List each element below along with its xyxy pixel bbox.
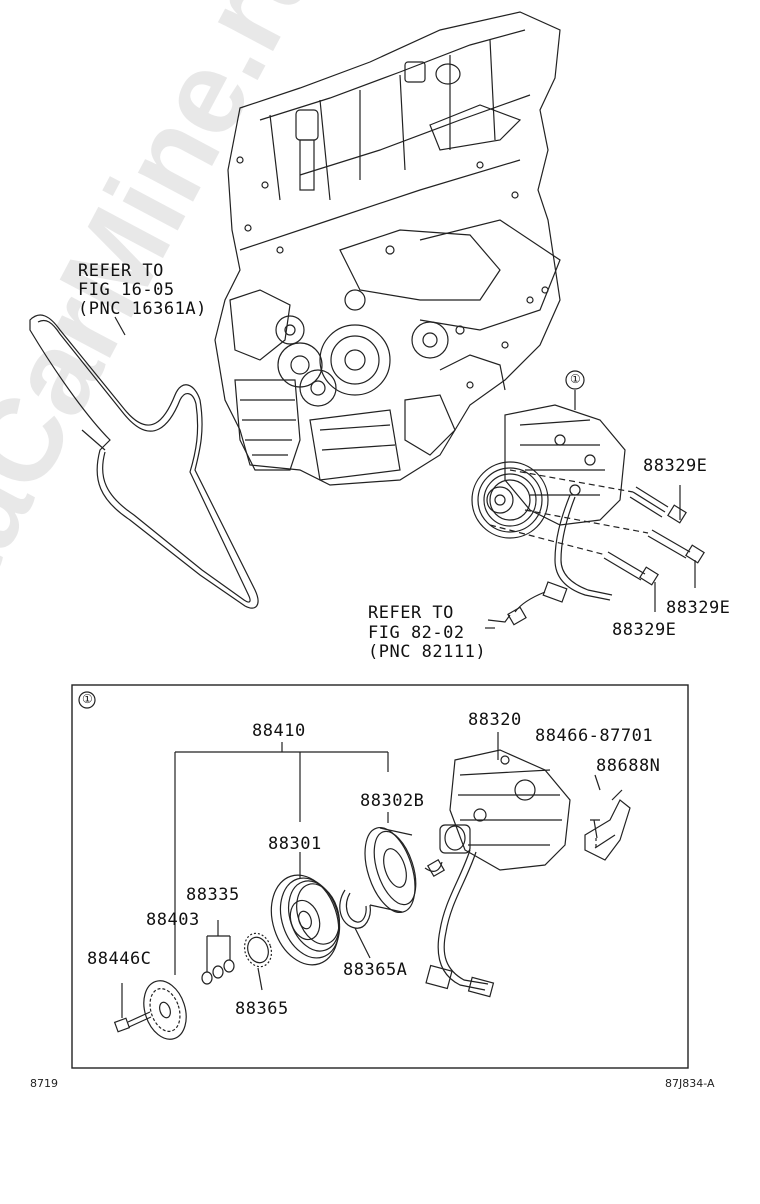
label-88320: 88320 — [468, 710, 522, 730]
label-88403: 88403 — [146, 910, 200, 930]
refer-sensor-line-2: FIG 82-02 — [368, 623, 465, 643]
bolt-upper-2 — [647, 529, 705, 564]
hub-illustration — [143, 980, 187, 1040]
label-88302B: 88302B — [360, 791, 425, 811]
compressor-detail-illustration — [424, 732, 571, 998]
upper-callout-marker: ① — [570, 372, 581, 386]
footer-left-code: 8719 — [30, 1077, 58, 1090]
hub-bolt-illustration — [113, 983, 152, 1033]
bolt-label-3: 88329E — [612, 620, 677, 640]
detail-frame — [71, 684, 689, 1069]
snap-ring-illustration — [339, 889, 371, 959]
parts-diagram: ToyotaCarMine.ru — [0, 0, 731, 1090]
label-88365: 88365 — [235, 999, 289, 1019]
refer-belt-line-2: FIG 16-05 — [78, 280, 175, 300]
refer-sensor-line-1: REFER TO — [368, 603, 454, 623]
bolt-upper-1 — [629, 486, 687, 524]
diagram-drawing — [29, 11, 705, 1069]
pulley-illustration — [270, 852, 341, 966]
engine-illustration — [214, 11, 561, 486]
compressor-upper-illustration — [471, 390, 705, 626]
refer-sensor-line-3: (PNC 82111) — [368, 642, 487, 662]
label-88466-87701: 88466-87701 — [535, 726, 654, 746]
refer-belt-line-3: (PNC 16361A) — [78, 299, 207, 319]
bolt-label-1: 88329E — [643, 456, 708, 476]
label-88335: 88335 — [186, 885, 240, 905]
bolt-label-2: 88329E — [666, 598, 731, 618]
label-88301: 88301 — [268, 834, 322, 854]
bolt-upper-3 — [603, 551, 659, 586]
ring-illustration — [243, 932, 273, 991]
refer-belt-line-1: REFER TO — [78, 261, 164, 281]
label-88365A: 88365A — [343, 960, 408, 980]
shims-illustration — [201, 920, 235, 985]
footer-right-code: 87J834-A — [665, 1077, 715, 1090]
bracket-detail-illustration — [584, 774, 631, 861]
stator-illustration — [364, 812, 417, 913]
detail-marker: ① — [82, 692, 93, 706]
label-88688N: 88688N — [596, 756, 661, 776]
label-88410: 88410 — [252, 721, 306, 741]
label-88446C: 88446C — [87, 949, 152, 969]
drive-belt-illustration — [29, 314, 259, 609]
